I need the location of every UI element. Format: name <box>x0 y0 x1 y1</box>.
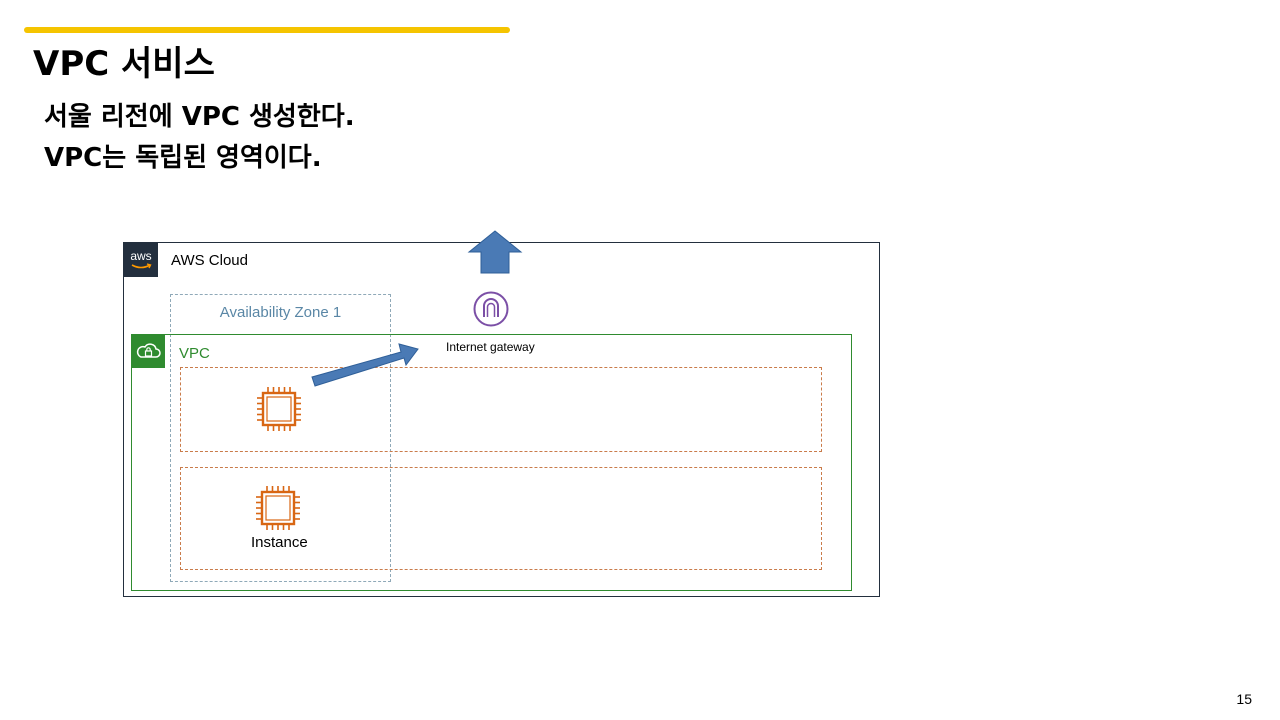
vpc-group <box>131 334 852 591</box>
body-line-1: 서울 리전에 VPC 생성한다. <box>44 102 355 132</box>
diagonal-arrow-icon <box>311 343 419 387</box>
vpc-cloud-lock-icon <box>132 335 165 368</box>
page-number: 15 <box>1236 691 1252 707</box>
body-line-2: VPC는 독립된 영역이다. <box>44 143 322 173</box>
vpc-label: VPC <box>179 345 210 362</box>
up-arrow-icon <box>467 230 523 274</box>
subnet-box-1 <box>180 367 822 452</box>
svg-text:aws: aws <box>130 249 151 263</box>
availability-zone-label: Availability Zone 1 <box>219 304 342 321</box>
availability-zone-box <box>170 294 391 582</box>
instance-label: Instance <box>251 534 308 551</box>
internet-gateway-icon <box>473 291 509 327</box>
slide-title: VPC 서비스 <box>33 44 215 84</box>
ec2-instance-icon <box>256 486 300 530</box>
aws-logo-icon: aws <box>124 243 158 277</box>
ec2-instance-icon <box>257 387 301 431</box>
aws-cloud-label: AWS Cloud <box>171 252 248 269</box>
subnet-box-2 <box>180 467 822 570</box>
title-accent-bar <box>24 27 510 33</box>
internet-gateway-label: Internet gateway <box>446 340 535 354</box>
